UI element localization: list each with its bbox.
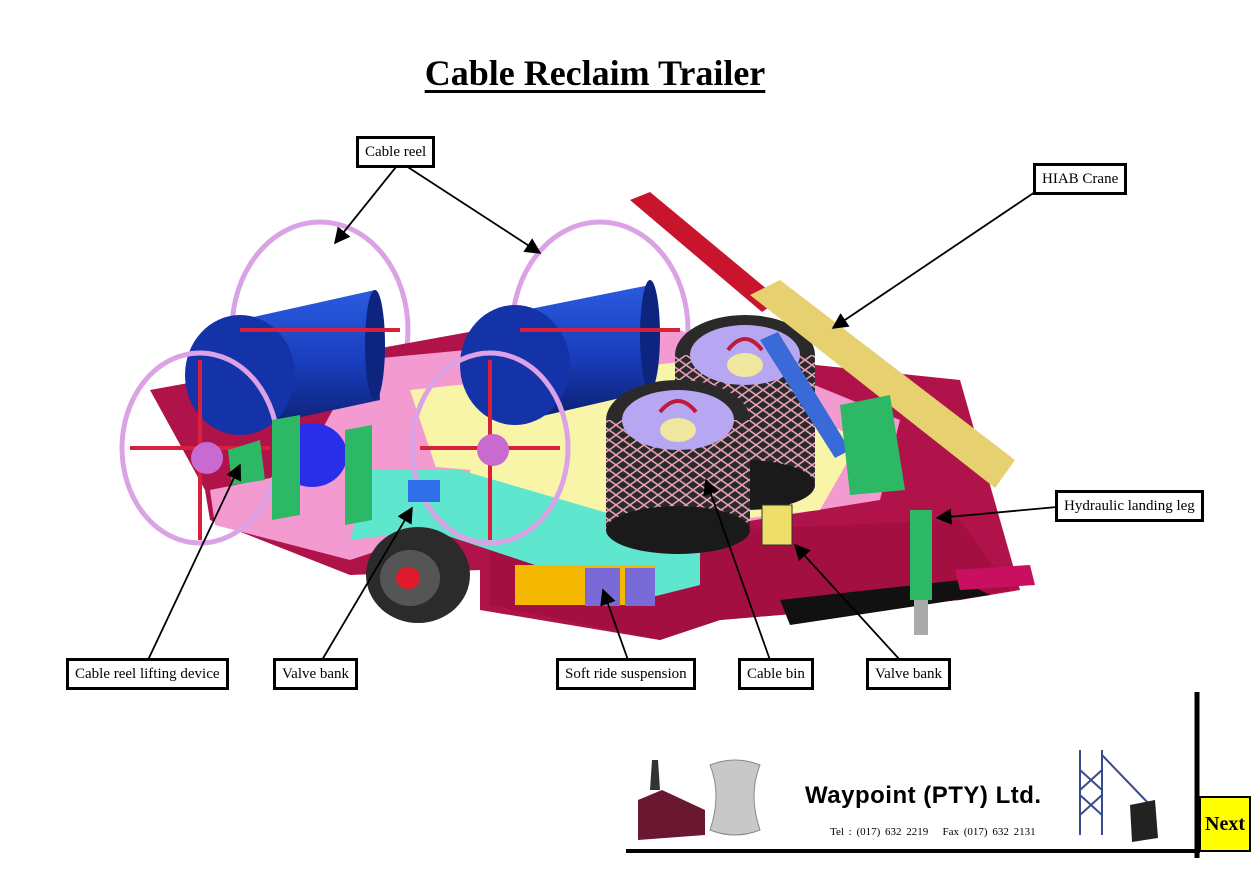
label-soft-ride-suspension: Soft ride suspension [556,658,696,690]
hiab-crane-drawing [630,192,1015,495]
label-hydraulic-landing-leg: Hydraulic landing leg [1055,490,1204,522]
label-valve-bank-left: Valve bank [273,658,359,690]
label-valve-bank-right: Valve bank [866,658,952,690]
label-cable-reel: Cable reel [356,136,436,168]
label-cable-bin: Cable bin [738,658,814,690]
reel-gears [191,434,509,474]
label-hiab-crane: HIAB Crane [1033,163,1128,195]
company-name: Waypoint (PTY) Ltd. [805,782,1042,809]
trailer-wheel [366,527,470,623]
page-title: Cable Reclaim Trailer [424,53,766,93]
suspension-springs [515,565,655,606]
contact-info: Tel : (017) 632 2219 Fax (017) 632 2131 [830,826,1036,838]
leader-arrows [147,161,1058,661]
landing-leg-drawing [910,510,932,635]
cable-reel-drums [185,280,660,487]
next-button[interactable]: Next [1199,796,1251,852]
footer-rules [626,692,1200,858]
company-logo-art [638,750,1158,842]
label-cable-reel-lifting-device: Cable reel lifting device [66,658,229,690]
valve-bank-drawings [408,480,793,546]
